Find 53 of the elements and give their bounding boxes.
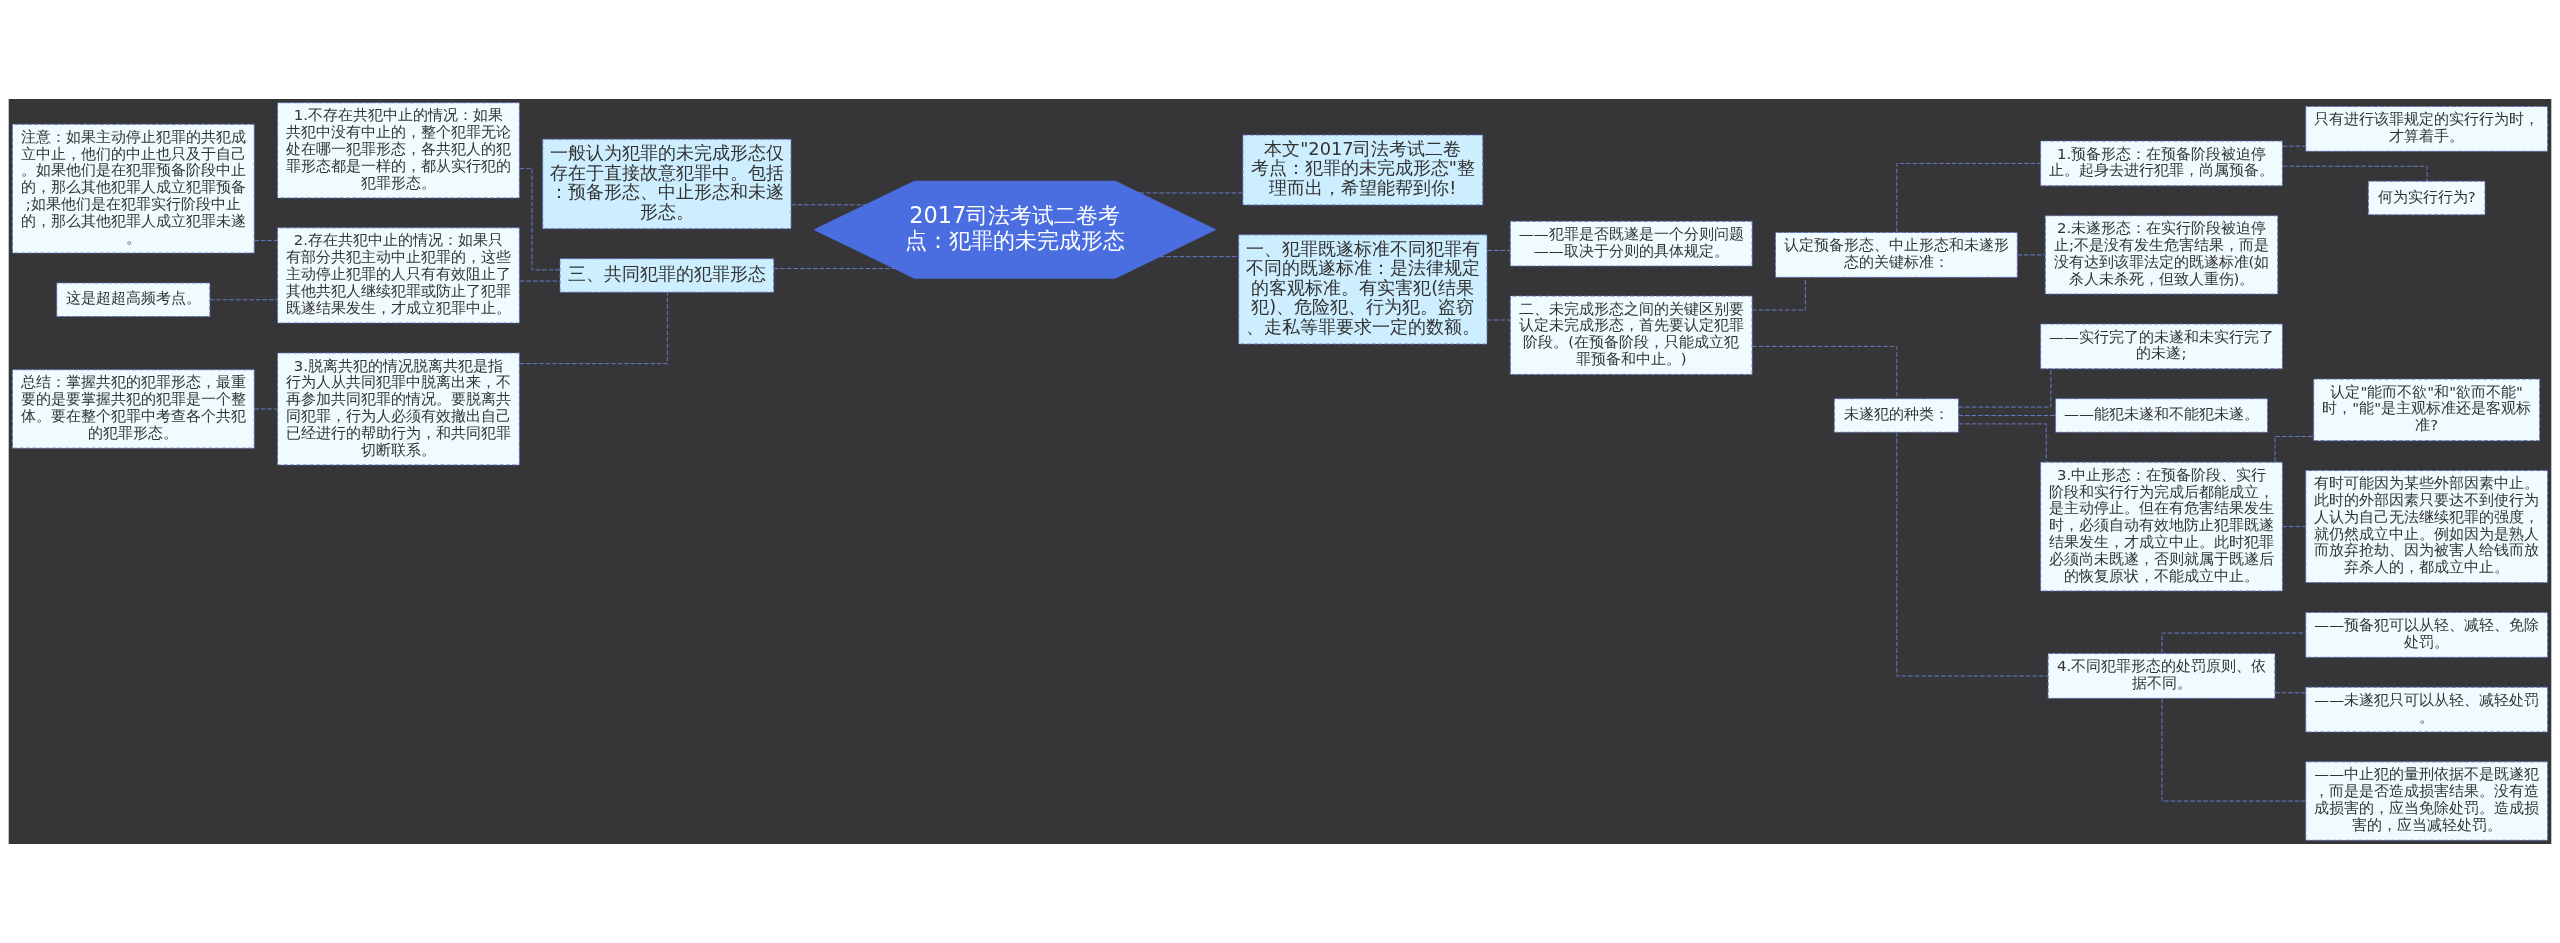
connector bbox=[518, 168, 561, 271]
node-box: ——中止犯的量刑依据不是既遂犯，而是是否造成损害结果。没有造成损害的，应当免除处罚。造成损害的，应当减轻处罚。 bbox=[2305, 761, 2549, 841]
node-box: 有时可能因为某些外部因素中止。此时的外部因素只要达不到使行为人认为自己无法继续犯罪的强度，就仍然成立中止。例如因为是熟人而放弃抢劫、因为被害人给钱而放弃杀人的，都成立中止。 bbox=[2305, 470, 2549, 584]
node-box: 1.预备形态：在预备阶段被迫停止。起身去进行犯罪，尚属预备。 bbox=[2040, 140, 2283, 187]
connector bbox=[1896, 162, 2041, 233]
connector bbox=[1751, 277, 1806, 311]
connector bbox=[1958, 368, 2052, 408]
connector bbox=[2161, 698, 2307, 802]
connector bbox=[1958, 423, 2047, 463]
connector bbox=[253, 239, 278, 241]
node-box: 1.不存在共犯中止的情况：如果共犯中没有中止的，整个犯罪无论处在哪一犯罪形态，各共犯人的犯罪形态都是一样的，都从实行犯的犯罪形态。 bbox=[277, 102, 520, 199]
connector bbox=[2274, 692, 2307, 694]
connector bbox=[790, 204, 866, 206]
node-box: 何为实行行为? bbox=[2367, 180, 2486, 216]
node-box: 三、共同犯罪的犯罪形态 bbox=[559, 258, 775, 293]
connector bbox=[1896, 432, 2049, 677]
node-box: 4.不同犯罪形态的处罚原则、依据不同。 bbox=[2047, 653, 2276, 699]
node-box: 未遂犯的种类： bbox=[1833, 398, 1959, 433]
node-box: 一般认为犯罪的未完成形态仅存在于直接故意犯罪中。包括：预备形态、中止形态和未遂形态。 bbox=[542, 138, 792, 230]
connector bbox=[1139, 192, 1244, 194]
connector bbox=[2274, 436, 2315, 463]
node-box: 这是超超高频考点。 bbox=[56, 282, 211, 317]
node-box: ——未遂犯只可以从轻、减轻处罚。 bbox=[2305, 686, 2549, 733]
node-box: 认定预备形态、中止形态和未遂形态的关键标准： bbox=[1775, 232, 2018, 278]
node-box: ——犯罪是否既遂是一个分则问题——取决于分则的具体规定。 bbox=[1509, 220, 1753, 267]
connector bbox=[253, 408, 278, 410]
connector bbox=[2282, 145, 2306, 147]
connector bbox=[1486, 250, 1511, 251]
node-box: ——实行完了的未遂和未实行完了的未遂; bbox=[2040, 323, 2283, 370]
node-box: 一、犯罪既遂标准不同犯罪有不同的既遂标准：是法律规定的客观标准。有实害犯(结果犯)、危险犯、行为犯。盗窃、走私等罪要求一定的数额。 bbox=[1238, 234, 1488, 345]
connector bbox=[1751, 345, 1898, 399]
node-box: 认定"能而不欲"和"欲而不能"时，"能"是主观标准还是客观标准? bbox=[2313, 378, 2541, 442]
connector bbox=[209, 299, 278, 301]
node-box: 注意：如果主动停止犯罪的共犯成立中止，他们的中止也只及于自己。如果他们是在犯罪预备阶段中止的，那么其他犯罪人成立犯罪预备;如果他们是在犯罪实行阶段中止的，那么其他犯罪人成立犯罪未遂。 bbox=[11, 123, 255, 254]
connector bbox=[2282, 526, 2306, 528]
connector bbox=[2161, 632, 2307, 654]
node-box: 3.中止形态：在预备阶段、实行阶段和实行行为完成后都能成立，是主动停止。但在有危害结果发生时，必须自动有效地防止犯罪既遂结果发生，才成立中止。此时犯罪必须尚未既遂，否则就属于既遂后的恢复原状，不能成立中止。 bbox=[2040, 461, 2283, 592]
node-box: ——能犯未遂和不能犯未遂。 bbox=[2055, 398, 2268, 433]
connector bbox=[2016, 254, 2046, 256]
node-box: 本文"2017司法考试二卷考点：犯罪的未完成形态"整理而出，希望能帮到你! bbox=[1242, 134, 1484, 206]
node-box: 只有进行该罪规定的实行行为时，才算着手。 bbox=[2305, 106, 2549, 152]
connector bbox=[519, 280, 561, 282]
node-box: 2.未遂形态：在实行阶段被迫停止;不是没有发生危害结果，而是没有达到该罪法定的既遂标准(如杀人未杀死，但致人重伤)。 bbox=[2044, 215, 2279, 295]
node-box: 总结：掌握共犯的犯罪形态，最重要的是要掌握共犯的犯罪是一个整体。要在整个犯罪中考查各个共犯的犯罪形态。 bbox=[11, 369, 255, 449]
node-box: 二、未完成形态之间的关键区别要认定未完成形态，首先要认定犯罪阶段。(在预备阶段，只能成立犯罪预备和中止。) bbox=[1509, 295, 1753, 375]
connector bbox=[1486, 319, 1511, 321]
connector bbox=[1958, 415, 2056, 416]
connector bbox=[519, 292, 668, 365]
connector bbox=[1159, 256, 1239, 258]
connector bbox=[773, 268, 895, 270]
node-box: 2.存在共犯中止的情况：如果只有部分共犯主动中止犯罪的，这些主动停止犯罪的人只有有效阻止了其他共犯人继续犯罪或防止了犯罪既遂结果发生，才成立犯罪中止。 bbox=[277, 227, 520, 324]
node-box: ——预备犯可以从轻、减轻、免除处罚。 bbox=[2305, 612, 2549, 658]
node-box: 3.脱离共犯的情况脱离共犯是指行为人从共同犯罪中脱离出来，不再参加共同犯罪的情况。要脱离共同犯罪，行为人必须有效撤出自己已经进行的帮助行为，和共同犯罪切断联系。 bbox=[277, 352, 520, 466]
